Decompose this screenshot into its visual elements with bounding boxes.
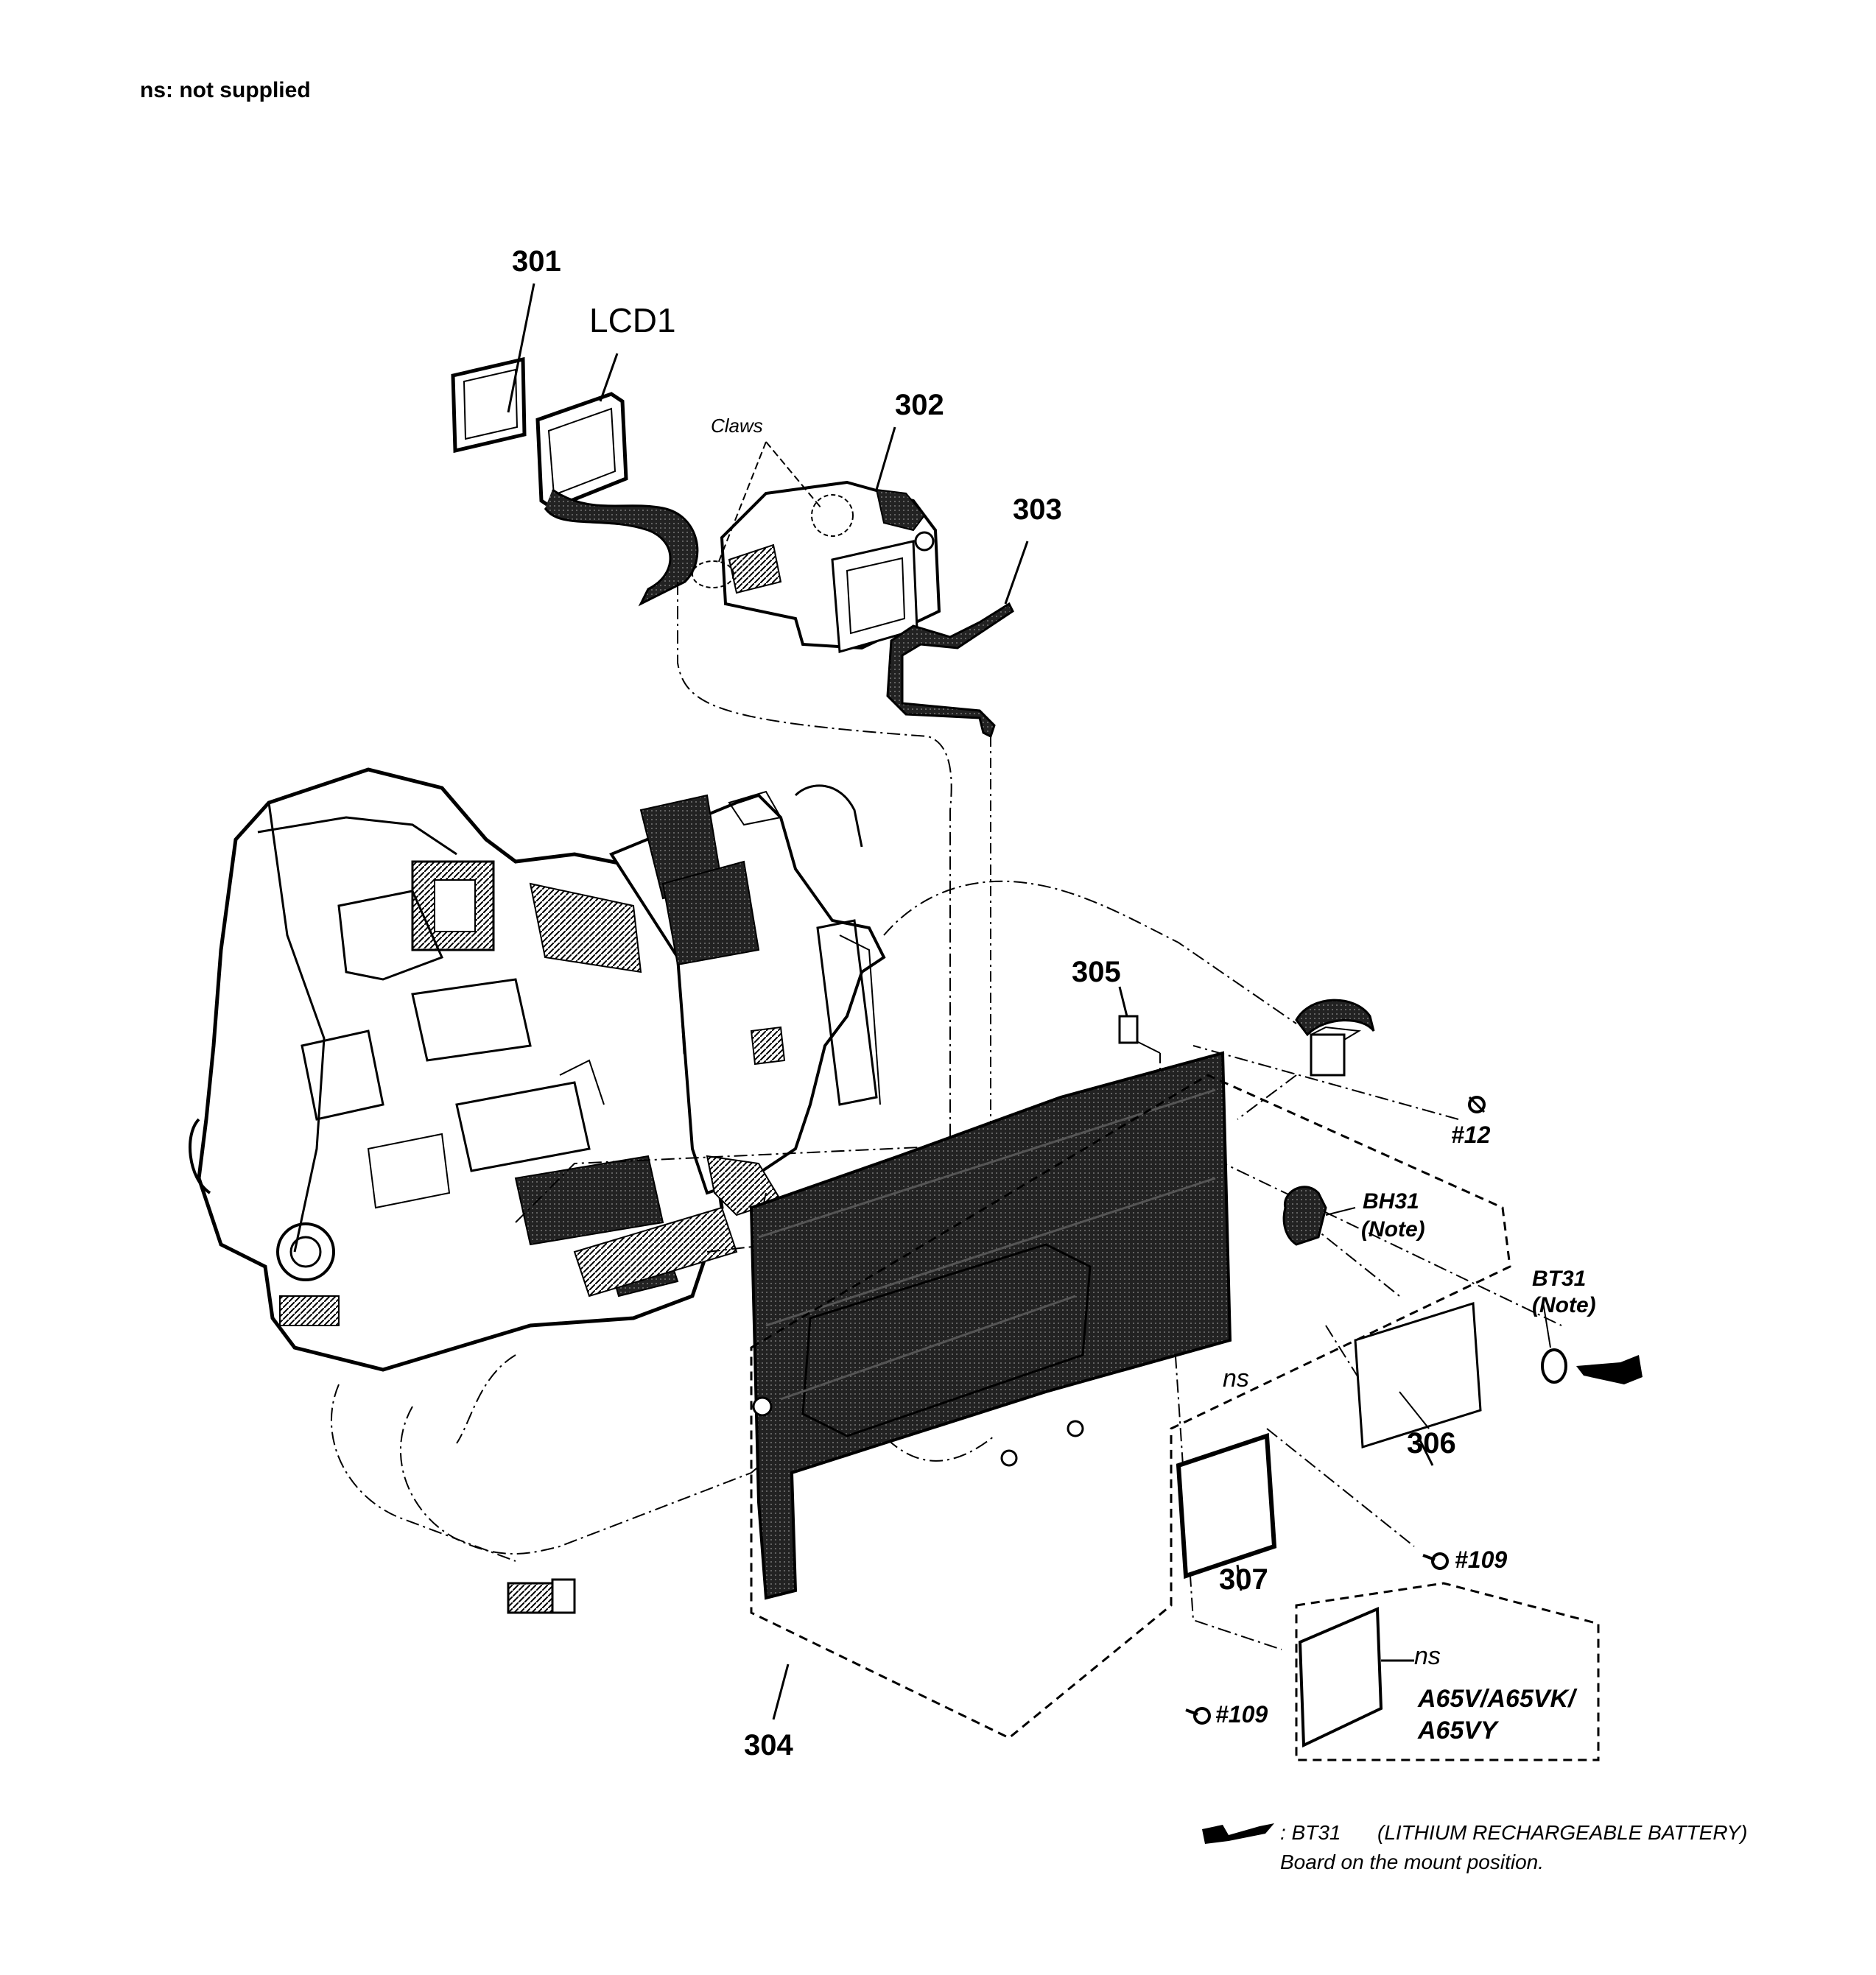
label-304: 304 [744, 1729, 793, 1761]
label-bt31: BT31 [1532, 1267, 1587, 1291]
label-models-line1: A65V/A65VK/ [1418, 1685, 1575, 1713]
part-303-flex [886, 541, 1029, 1149]
screw-109-right [1422, 1552, 1449, 1570]
part-bh31-holder [1282, 1186, 1356, 1246]
part-302-lcd-block [692, 426, 941, 653]
label-306: 306 [1407, 1427, 1456, 1460]
rear-frame [573, 784, 886, 1298]
label-lcd1: LCD1 [589, 301, 676, 339]
label-ns-main-board: ns [1223, 1365, 1249, 1393]
label-bt31-note: (Note) [1532, 1293, 1596, 1317]
label-303: 303 [1013, 493, 1062, 526]
not-supplied-note: ns: not supplied [140, 78, 311, 102]
legend-line2: Board on the mount position. [1280, 1851, 1545, 1873]
label-screw-12: #12 [1451, 1122, 1491, 1148]
part-306-sheet [1354, 1302, 1482, 1466]
part-lcd1-panel [535, 353, 699, 607]
connector-bottom-left [507, 1578, 576, 1614]
part-301-sheet [451, 283, 535, 454]
label-bh31-note: (Note) [1361, 1217, 1425, 1242]
label-bh31: BH31 [1363, 1189, 1419, 1214]
label-302: 302 [895, 389, 944, 421]
solder-iron-icon [1202, 1823, 1274, 1844]
part-bt31-battery [1541, 1301, 1643, 1384]
label-301: 301 [512, 245, 561, 278]
legend-description: (LITHIUM RECHARGEABLE BATTERY) [1377, 1821, 1748, 1844]
label-305: 305 [1072, 956, 1121, 988]
label-screw-109-bottom: #109 [1215, 1701, 1268, 1728]
legend-part: : BT31 [1280, 1821, 1341, 1844]
part-304-main-board [749, 1051, 1511, 1739]
label-claws: Claws [711, 415, 763, 437]
label-screw-109-right: #109 [1455, 1546, 1508, 1573]
connector-upper-right [1295, 999, 1375, 1077]
label-307: 307 [1219, 1563, 1268, 1596]
part-305 [1118, 986, 1161, 1097]
part-307-sheet [1176, 1432, 1277, 1591]
screw-109-bottom [1185, 1707, 1211, 1725]
label-models-line2: A65VY [1418, 1717, 1497, 1745]
screw-12 [1468, 1096, 1486, 1113]
model-option-box [1295, 1582, 1600, 1761]
label-ns-option: ns [1414, 1642, 1441, 1670]
